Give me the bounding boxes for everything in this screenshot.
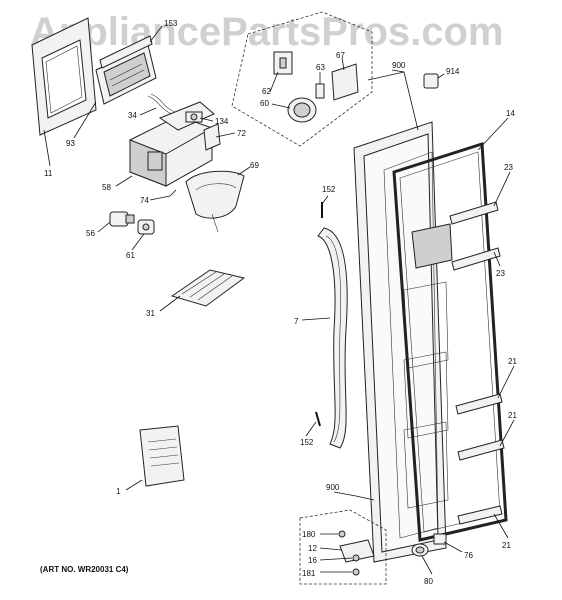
callout-181: 181 bbox=[302, 569, 316, 578]
callout-134: 134 bbox=[215, 117, 229, 126]
callout-76: 76 bbox=[464, 551, 473, 560]
callout-21-b: 21 bbox=[508, 411, 517, 420]
switch-part-67 bbox=[331, 63, 359, 101]
callout-21-a: 21 bbox=[508, 357, 517, 366]
door-shelf-bar-part-23-b bbox=[451, 247, 501, 271]
callout-11: 11 bbox=[44, 169, 53, 178]
callout-23-a: 23 bbox=[504, 163, 513, 172]
bracket-part-63 bbox=[315, 83, 325, 99]
cam-part-80 bbox=[411, 543, 429, 557]
door-handle-part-7 bbox=[317, 227, 348, 449]
callout-7: 7 bbox=[294, 317, 299, 326]
callout-58: 58 bbox=[102, 183, 111, 192]
callout-93: 93 bbox=[66, 139, 75, 148]
callout-labels: 153 93 11 34 134 72 69 58 74 56 61 31 1 … bbox=[44, 19, 517, 586]
drip-tray-part-31 bbox=[170, 269, 246, 307]
callout-14: 14 bbox=[506, 109, 515, 118]
screw-part-152-b bbox=[315, 411, 321, 427]
callout-900-top: 900 bbox=[392, 61, 406, 70]
hinge-part-12 bbox=[339, 539, 375, 563]
dispenser-cradle-part-69 bbox=[185, 170, 245, 233]
door-shelf-bar-part-23-a bbox=[449, 201, 499, 225]
callout-1: 1 bbox=[116, 487, 121, 496]
water-valve-part-61 bbox=[137, 219, 155, 235]
callout-61: 61 bbox=[126, 251, 135, 260]
screw-part-181 bbox=[352, 568, 360, 576]
callout-62: 62 bbox=[262, 87, 271, 96]
callout-21-c: 21 bbox=[502, 541, 511, 550]
callout-23-b: 23 bbox=[496, 269, 505, 278]
actuator-part-134 bbox=[185, 111, 203, 123]
leader-lines bbox=[43, 25, 515, 575]
owners-manual-part-1 bbox=[139, 425, 185, 487]
dispenser-housing-part-58 bbox=[129, 101, 215, 187]
callout-16: 16 bbox=[308, 556, 317, 565]
callout-80: 80 bbox=[424, 577, 433, 586]
callout-152-b: 152 bbox=[300, 438, 314, 447]
door-cap-part-914 bbox=[423, 73, 439, 89]
switch-part-72 bbox=[203, 123, 221, 151]
switch-part-62 bbox=[273, 51, 293, 75]
bushing-part-16 bbox=[352, 554, 360, 562]
callout-153: 153 bbox=[164, 19, 178, 28]
dispenser-cover-part-153 bbox=[99, 35, 153, 69]
dispenser-control-board-part-93 bbox=[95, 44, 157, 105]
water-valve-part-56 bbox=[109, 211, 135, 227]
detail-box-top bbox=[231, 11, 373, 147]
callout-34: 34 bbox=[128, 111, 137, 120]
freezer-door-part-900 bbox=[353, 121, 453, 563]
art-number: (ART NO. WR20031 C4) bbox=[40, 565, 129, 574]
detail-box-bottom bbox=[299, 509, 387, 585]
callout-900-bottom: 900 bbox=[326, 483, 340, 492]
dispenser-frame-part-11 bbox=[31, 17, 97, 136]
door-shelf-bar-part-21-a bbox=[455, 393, 503, 415]
callout-67: 67 bbox=[336, 51, 345, 60]
callout-60: 60 bbox=[260, 99, 269, 108]
callout-152-a: 152 bbox=[322, 185, 336, 194]
door-shelf-bar-part-21-b bbox=[457, 439, 505, 461]
callout-69: 69 bbox=[250, 161, 259, 170]
callout-56: 56 bbox=[86, 229, 95, 238]
callout-72: 72 bbox=[237, 129, 246, 138]
callout-63: 63 bbox=[316, 63, 325, 72]
screw-part-180 bbox=[338, 530, 346, 538]
hinge-pin-part-76 bbox=[433, 533, 447, 545]
callout-914: 914 bbox=[446, 67, 460, 76]
door-shelf-bar-part-21-c bbox=[457, 505, 503, 525]
callout-31: 31 bbox=[146, 309, 155, 318]
callout-12: 12 bbox=[308, 544, 317, 553]
callout-180: 180 bbox=[302, 530, 316, 539]
callout-74: 74 bbox=[140, 196, 149, 205]
lamp-part-60 bbox=[287, 97, 317, 123]
